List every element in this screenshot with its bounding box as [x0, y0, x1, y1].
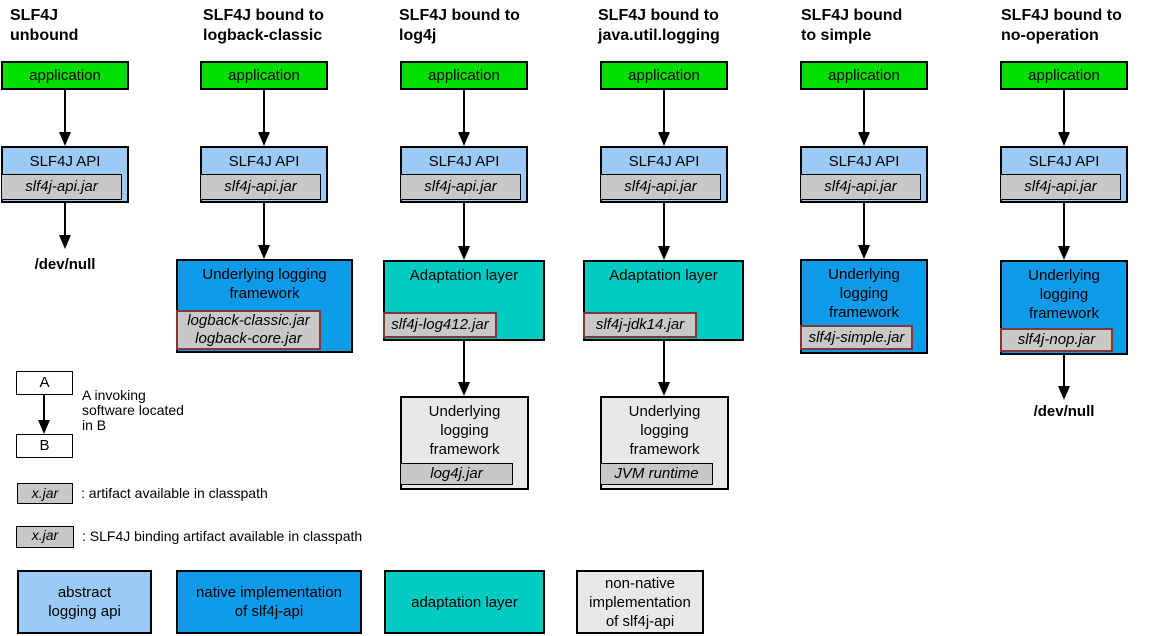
- api-jar-box: slf4j-api.jar: [800, 174, 921, 200]
- arrow-down-icon: [1058, 90, 1070, 146]
- application-label: application: [828, 67, 900, 84]
- application-label: application: [29, 67, 101, 84]
- slf4j-api-label: SLF4J API: [428, 153, 500, 170]
- framework-label: Underlying logging framework: [1028, 267, 1100, 322]
- column-title-unbound: SLF4J unbound: [10, 7, 79, 44]
- legend-category-native-impl: native implementation of slf4j-api: [176, 570, 362, 634]
- framework-label: Underlying logging framework: [202, 266, 327, 302]
- arrow-down-icon: [658, 90, 670, 146]
- legend-category-label: non-native implementation of slf4j-api: [589, 574, 691, 630]
- framework-jar-box: slf4j-nop.jar: [1000, 328, 1113, 352]
- framework-label: Underlying logging framework: [828, 266, 900, 321]
- arrow-down-icon: [258, 203, 270, 259]
- slf4j-api-label: SLF4J API: [628, 153, 700, 170]
- slf4j-api-label: SLF4J API: [828, 153, 900, 170]
- application-box: application: [400, 61, 528, 90]
- slf4j-api-box: SLF4J API slf4j-api.jar: [1, 146, 129, 203]
- adaptation-box: Adaptation layer slf4j-jdk14.jar: [583, 260, 744, 341]
- slf4j-api-box: SLF4J API slf4j-api.jar: [400, 146, 528, 203]
- slf4j-api-box: SLF4J API slf4j-api.jar: [600, 146, 728, 203]
- column-title-simple: SLF4J bound to simple: [801, 7, 903, 44]
- legend-category-abstract-api: abstract logging api: [17, 570, 152, 634]
- api-jar-box: slf4j-api.jar: [1000, 174, 1121, 200]
- column-title-log4j: SLF4J bound to log4j: [399, 7, 520, 44]
- legend-artifact-caption: : artifact available in classpath: [81, 485, 268, 501]
- arrow-down-icon: [858, 90, 870, 146]
- arrow-down-icon: [458, 340, 470, 396]
- slf4j-api-box: SLF4J API slf4j-api.jar: [1000, 146, 1128, 203]
- framework-box: Underlying logging framework JVM runtime: [600, 396, 729, 490]
- slf4j-api-box: SLF4J API slf4j-api.jar: [200, 146, 328, 203]
- api-jar-box: slf4j-api.jar: [600, 174, 721, 200]
- arrow-down-icon: [1058, 203, 1070, 260]
- slf4j-api-label: SLF4J API: [29, 153, 101, 170]
- framework-jar-box: slf4j-simple.jar: [800, 325, 913, 350]
- api-jar-box: slf4j-api.jar: [400, 174, 521, 200]
- legend-artifact-jar-box: x.jar: [17, 483, 73, 504]
- slf4j-api-label: SLF4J API: [228, 153, 300, 170]
- arrow-down-icon: [59, 90, 71, 146]
- arrow-down-icon: [458, 90, 470, 146]
- arrow-down-icon: [858, 203, 870, 259]
- framework-box: Underlying logging framework log4j.jar: [400, 396, 529, 490]
- column-title-logback: SLF4J bound to logback-classic: [203, 7, 324, 44]
- legend-category-label: adaptation layer: [411, 593, 518, 611]
- application-box: application: [800, 61, 928, 90]
- framework-box: Underlying logging framework logback-cla…: [176, 259, 353, 353]
- legend-category-label: native implementation of slf4j-api: [196, 584, 342, 620]
- adaptation-label: Adaptation layer: [409, 267, 519, 284]
- application-box: application: [1, 61, 129, 90]
- arrow-down-icon: [258, 90, 270, 146]
- application-box: application: [200, 61, 328, 90]
- devnull-label: /dev/null: [1033, 403, 1095, 420]
- framework-box: Underlying logging framework slf4j-simpl…: [800, 259, 928, 354]
- application-label: application: [428, 67, 500, 84]
- application-label: application: [628, 67, 700, 84]
- slf4j-api-box: SLF4J API slf4j-api.jar: [800, 146, 928, 203]
- legend-a-box: A: [16, 371, 73, 395]
- framework-label: Underlying logging framework: [428, 403, 501, 458]
- adaptation-box: Adaptation layer slf4j-log412.jar: [383, 260, 545, 341]
- devnull-label: /dev/null: [34, 256, 96, 273]
- arrow-down-icon: [59, 203, 71, 249]
- arrow-down-icon: [658, 340, 670, 396]
- slf4j-api-label: SLF4J API: [1028, 153, 1100, 170]
- column-title-jul: SLF4J bound to java.util.logging: [598, 7, 720, 44]
- application-box: application: [600, 61, 728, 90]
- legend-category-adaptation-layer: adaptation layer: [384, 570, 545, 634]
- application-label: application: [1028, 67, 1100, 84]
- adaptation-jar-box: slf4j-log412.jar: [383, 312, 497, 338]
- column-title-nop: SLF4J bound to no-operation: [1001, 7, 1122, 44]
- framework-jar-box: logback-classic.jar logback-core.jar: [176, 310, 321, 350]
- arrow-down-icon: [458, 203, 470, 260]
- legend-binding-caption: : SLF4J binding artifact available in cl…: [82, 528, 363, 544]
- legend-category-non-native-impl: non-native implementation of slf4j-api: [576, 570, 704, 634]
- legend-binding-jar-box: x.jar: [16, 526, 74, 548]
- legend-category-label: abstract logging api: [48, 584, 121, 620]
- api-jar-box: slf4j-api.jar: [1, 174, 122, 200]
- arrow-down-icon: [38, 395, 50, 434]
- arrow-down-icon: [658, 203, 670, 260]
- api-jar-box: slf4j-api.jar: [200, 174, 321, 200]
- legend-invoking-caption: A invoking software located in B: [82, 387, 184, 433]
- application-box: application: [1000, 61, 1128, 90]
- arrow-down-icon: [1058, 355, 1070, 400]
- application-label: application: [228, 67, 300, 84]
- adaptation-jar-box: slf4j-jdk14.jar: [583, 312, 697, 338]
- framework-label: Underlying logging framework: [628, 403, 701, 458]
- framework-jar-box: JVM runtime: [600, 463, 713, 485]
- adaptation-label: Adaptation layer: [609, 267, 718, 284]
- framework-jar-box: log4j.jar: [400, 463, 513, 485]
- legend-b-box: B: [16, 434, 73, 458]
- framework-box: Underlying logging framework slf4j-nop.j…: [1000, 260, 1128, 355]
